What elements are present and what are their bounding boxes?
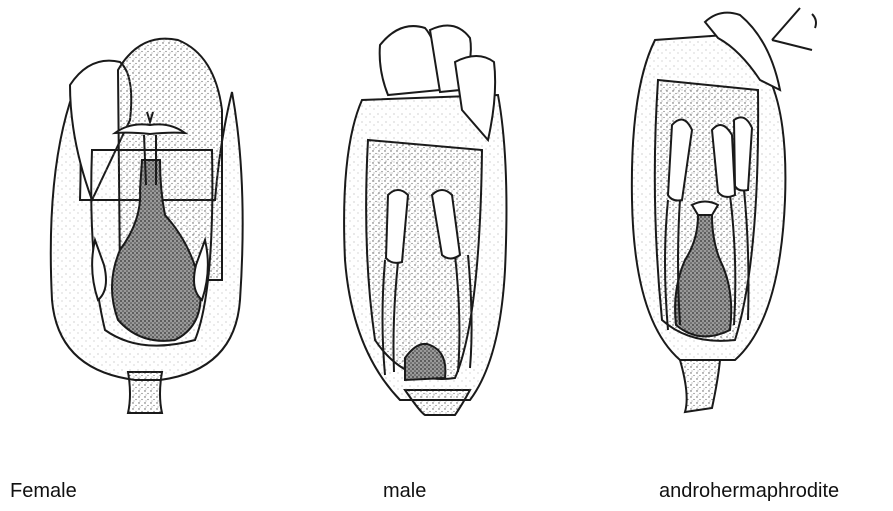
- male-flower-drawing: [344, 26, 506, 416]
- androhermaphrodite-flower-drawing: [632, 8, 816, 412]
- female-flower-drawing: [51, 39, 243, 413]
- caption-male: male: [383, 479, 426, 503]
- caption-female: Female: [10, 479, 77, 503]
- caption-androhermaphrodite: androhermaphrodite: [659, 479, 839, 503]
